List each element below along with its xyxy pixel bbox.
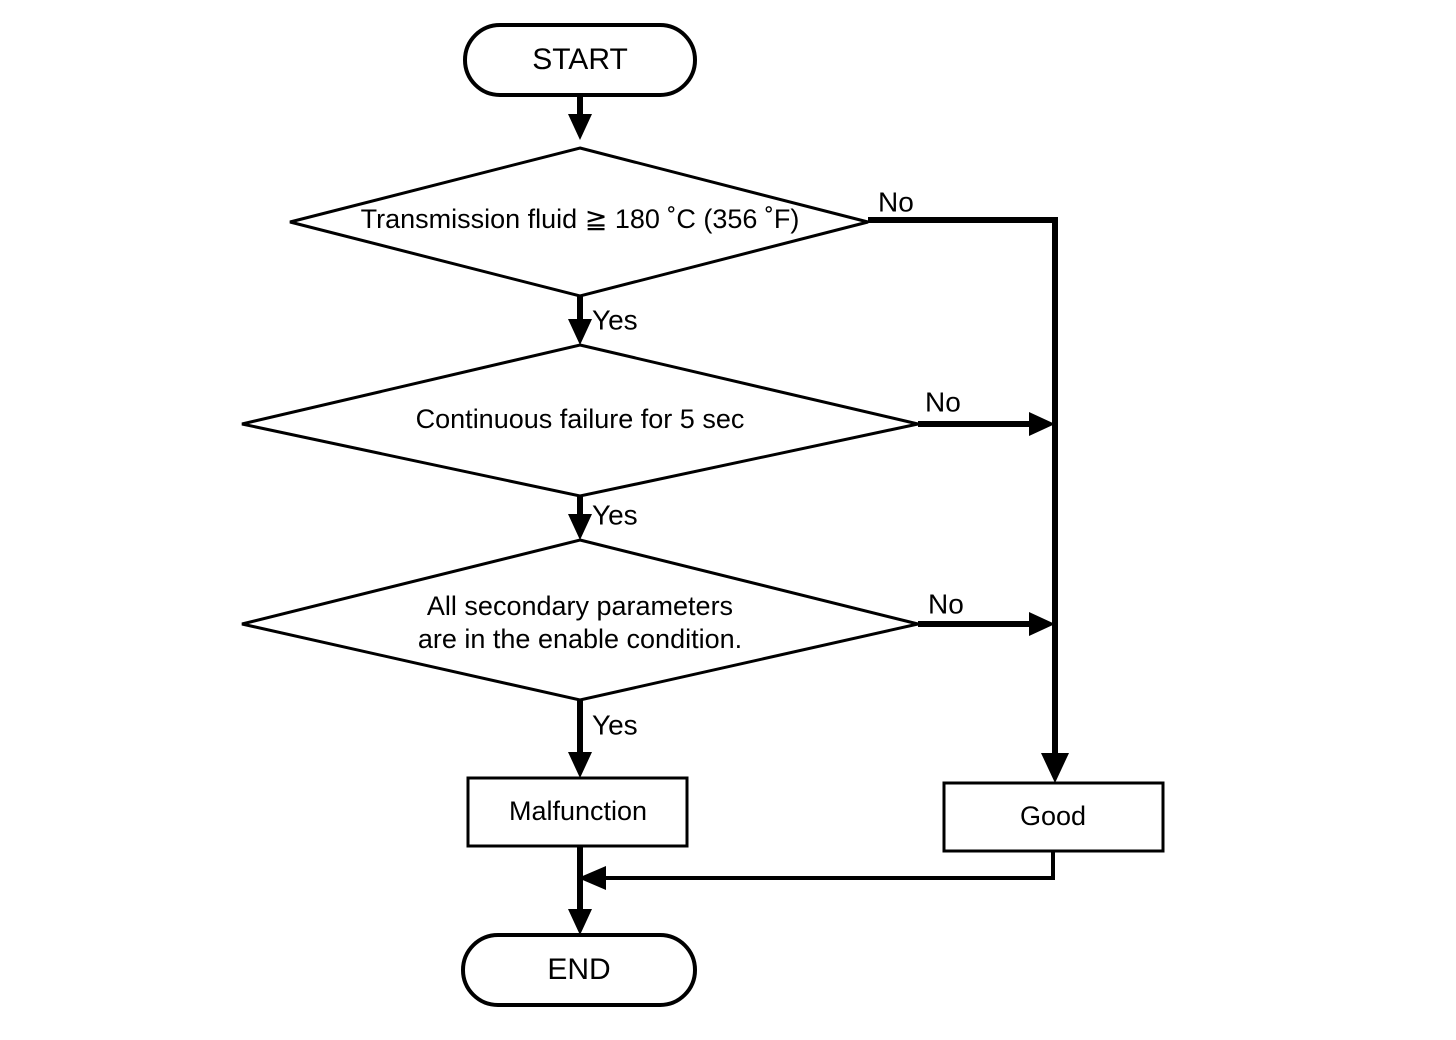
- node-malfunction-label: Malfunction: [509, 796, 647, 826]
- connector-start-to-decision-1: [568, 95, 592, 140]
- node-start-label: START: [532, 43, 628, 76]
- node-decision-transmission-fluid-temp[interactable]: Transmission fluid ≧ 180 ˚C (356 ˚F): [289, 146, 869, 298]
- branch-label-decision-3-yes: Yes: [592, 709, 638, 740]
- connector-decision-1-no: [868, 217, 1069, 783]
- node-decision-continuous-failure[interactable]: Continuous failure for 5 sec: [241, 343, 919, 498]
- branch-label-decision-2-yes: Yes: [592, 499, 638, 530]
- node-good-label: Good: [1020, 801, 1086, 831]
- node-decision-3-label-line-1: All secondary parameters: [427, 591, 733, 621]
- branch-label-decision-3-no: No: [928, 588, 964, 619]
- node-end-label: END: [547, 953, 610, 986]
- connector-malfunction-to-end: [568, 846, 592, 935]
- node-decision-3-label-line-2: are in the enable condition.: [418, 624, 742, 654]
- node-decision-1-label: Transmission fluid ≧ 180 ˚C (356 ˚F): [361, 204, 800, 234]
- connector-decision-2-no: [918, 412, 1055, 436]
- branch-label-decision-2-no: No: [925, 386, 961, 417]
- node-decision-secondary-parameters[interactable]: All secondary parameters are in the enab…: [241, 538, 919, 702]
- branch-label-decision-1-no: No: [878, 186, 914, 217]
- node-good[interactable]: Good: [942, 781, 1165, 853]
- node-malfunction[interactable]: Malfunction: [466, 776, 689, 848]
- connector-decision-3-yes: [568, 700, 592, 778]
- connector-decision-2-yes: [568, 496, 592, 540]
- connector-good-to-merge: [578, 851, 1055, 890]
- node-start[interactable]: START: [463, 23, 697, 97]
- connector-decision-3-no: [918, 612, 1055, 636]
- node-decision-2-label: Continuous failure for 5 sec: [416, 404, 745, 434]
- node-end[interactable]: END: [461, 933, 697, 1007]
- connector-decision-1-yes: [568, 296, 592, 345]
- branch-label-decision-1-yes: Yes: [592, 304, 638, 335]
